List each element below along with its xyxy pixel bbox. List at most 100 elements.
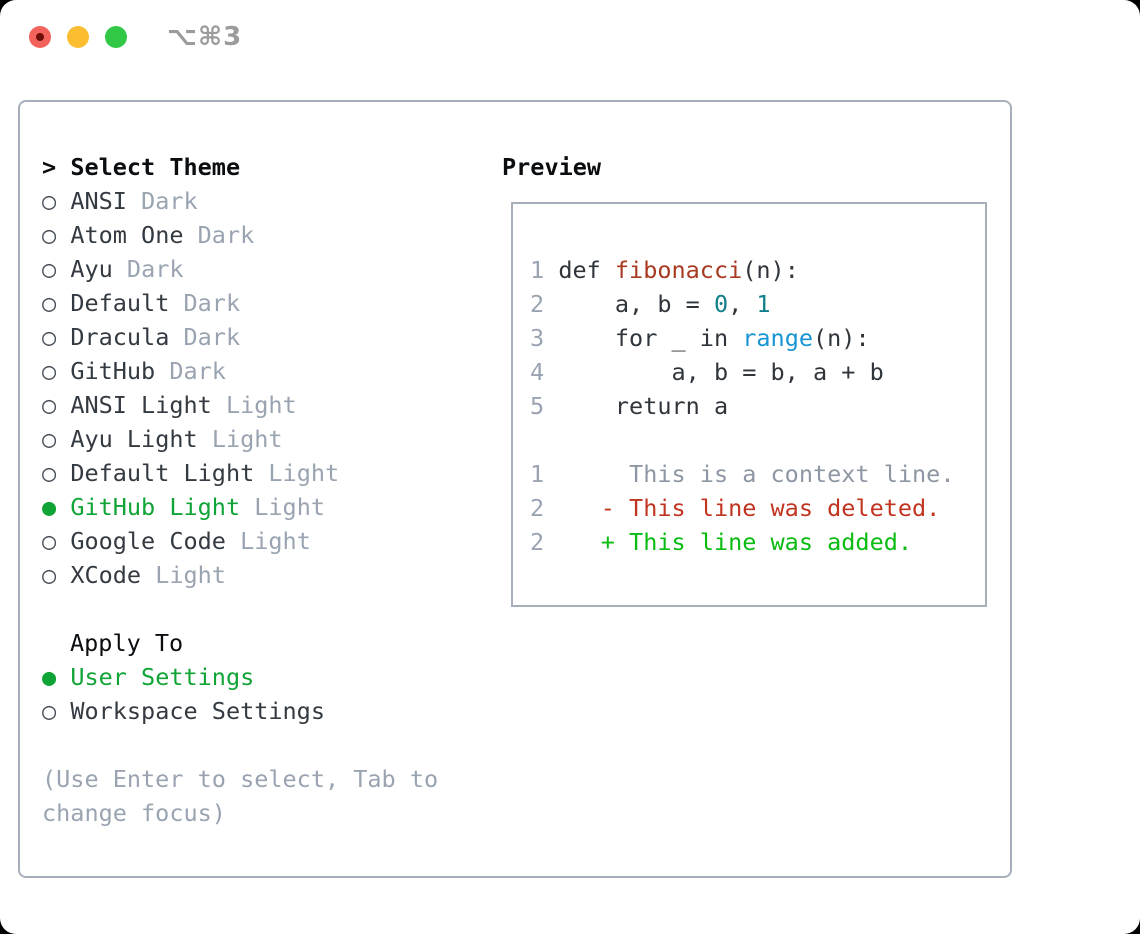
- theme-option-default-light[interactable]: ○ Default Light Light: [42, 456, 502, 490]
- theme-option-google-code[interactable]: ○ Google Code Light: [42, 524, 502, 558]
- theme-picker-panel: > Select Theme ○ ANSI Dark○ Atom One Dar…: [18, 100, 1012, 878]
- line-number: 2: [530, 290, 545, 318]
- option-label: Workspace Settings: [70, 697, 325, 725]
- radio-unselected-icon: ○: [42, 527, 57, 555]
- line-number: 1: [530, 460, 545, 488]
- theme-option-atom-one[interactable]: ○ Atom One Dark: [42, 218, 502, 252]
- code-token: def: [558, 256, 615, 284]
- option-label: Google Code: [70, 527, 226, 555]
- focus-caret-icon: >: [42, 153, 57, 181]
- variant-label: Light: [225, 391, 297, 419]
- apply-to-list: ● User Settings○ Workspace Settings: [42, 660, 502, 728]
- line-number: 4: [530, 358, 545, 386]
- theme-option-dracula[interactable]: ○ Dracula Dark: [42, 320, 502, 354]
- radio-unselected-icon: ○: [42, 187, 57, 215]
- theme-option-default[interactable]: ○ Default Dark: [42, 286, 502, 320]
- code-token: (n):: [742, 256, 799, 284]
- code-token: return a: [558, 392, 729, 420]
- spacer: [42, 592, 502, 626]
- code-token: for _ in: [558, 324, 743, 352]
- radio-unselected-icon: ○: [42, 459, 57, 487]
- variant-label: Light: [211, 425, 283, 453]
- window-title: ⌥⌘3: [167, 22, 243, 52]
- code-token: (n):: [813, 324, 870, 352]
- code-line-7: 1 This is a context line.: [530, 457, 954, 491]
- code-line-6: [530, 423, 954, 457]
- variant-label: Dark: [183, 323, 241, 351]
- option-label: Default Light: [70, 459, 255, 487]
- variant-label: Light: [240, 527, 311, 555]
- radio-unselected-icon: ○: [42, 561, 57, 589]
- option-label: Default: [70, 289, 170, 317]
- apply-option-workspace-settings[interactable]: ○ Workspace Settings: [42, 694, 502, 728]
- code-line-5: 5 return a: [530, 389, 954, 423]
- line-number: 1: [530, 256, 545, 284]
- theme-option-ansi-light[interactable]: ○ ANSI Light Light: [42, 388, 502, 422]
- code-token: 0: [713, 290, 729, 318]
- variant-label: Dark: [183, 289, 241, 317]
- radio-selected-icon: ●: [42, 663, 57, 691]
- line-number: 3: [530, 324, 545, 352]
- option-label: ANSI Light: [70, 391, 212, 419]
- select-theme-header-label: Select Theme: [70, 153, 241, 181]
- radio-unselected-icon: ○: [42, 697, 57, 725]
- variant-label: Light: [155, 561, 226, 589]
- select-theme-header: > Select Theme: [42, 150, 502, 184]
- option-label: XCode: [70, 561, 142, 589]
- option-label: Ayu Light: [70, 425, 198, 453]
- apply-to-header: Apply To: [70, 629, 184, 657]
- theme-list: ○ ANSI Dark○ Atom One Dark○ Ayu Dark○ De…: [42, 184, 502, 592]
- code-line-9: 2 + This line was added.: [530, 525, 954, 559]
- code-line-3: 3 for _ in range(n):: [530, 321, 954, 355]
- radio-unselected-icon: ○: [42, 391, 57, 419]
- option-label: User Settings: [70, 663, 255, 691]
- option-label: ANSI: [70, 187, 127, 215]
- code-line-1: 1 def fibonacci(n):: [530, 253, 954, 287]
- theme-option-ayu-light[interactable]: ○ Ayu Light Light: [42, 422, 502, 456]
- line-number: 2: [530, 494, 545, 522]
- radio-unselected-icon: ○: [42, 221, 57, 249]
- preview-header: Preview: [502, 153, 602, 181]
- code-token: a, b =: [558, 290, 714, 318]
- titlebar: ⌥⌘3: [0, 0, 1140, 75]
- zoom-button-icon[interactable]: [105, 26, 127, 48]
- variant-label: Dark: [126, 255, 184, 283]
- option-label: Ayu: [70, 255, 113, 283]
- theme-option-github-light[interactable]: ● GitHub Light Light: [42, 490, 502, 524]
- option-label: GitHub Light: [70, 493, 241, 521]
- code-token: range: [742, 324, 813, 352]
- variant-label: Dark: [169, 357, 226, 385]
- code-token: fibonacci: [614, 256, 743, 284]
- variant-label: Light: [254, 493, 325, 521]
- close-button-icon[interactable]: [29, 26, 51, 48]
- theme-option-ansi[interactable]: ○ ANSI Dark: [42, 184, 502, 218]
- variant-label: Dark: [197, 221, 255, 249]
- line-number: 5: [530, 392, 545, 420]
- code-token: + This line was added.: [558, 528, 913, 556]
- code-line-4: 4 a, b = b, a + b: [530, 355, 954, 389]
- variant-label: Dark: [141, 187, 198, 215]
- radio-unselected-icon: ○: [42, 289, 57, 317]
- code-token: ,: [728, 290, 757, 318]
- option-label: GitHub: [70, 357, 156, 385]
- minimize-button-icon[interactable]: [67, 26, 89, 48]
- code-token: This is a context line.: [558, 460, 955, 488]
- radio-unselected-icon: ○: [42, 357, 57, 385]
- theme-option-github[interactable]: ○ GitHub Dark: [42, 354, 502, 388]
- radio-unselected-icon: ○: [42, 323, 57, 351]
- theme-option-xcode[interactable]: ○ XCode Light: [42, 558, 502, 592]
- code-token: - This line was deleted.: [558, 494, 941, 522]
- code-line-2: 2 a, b = 0, 1: [530, 287, 954, 321]
- hint-line-1: (Use Enter to select, Tab to: [42, 765, 439, 793]
- code-token: 1: [756, 290, 771, 318]
- radio-unselected-icon: ○: [42, 425, 57, 453]
- code-line-8: 2 - This line was deleted.: [530, 491, 954, 525]
- line-number: 2: [530, 528, 545, 556]
- theme-option-ayu[interactable]: ○ Ayu Dark: [42, 252, 502, 286]
- apply-option-user-settings[interactable]: ● User Settings: [42, 660, 502, 694]
- theme-selector-column: > Select Theme ○ ANSI Dark○ Atom One Dar…: [42, 150, 502, 830]
- code-token: a, b = b, a + b: [558, 358, 884, 386]
